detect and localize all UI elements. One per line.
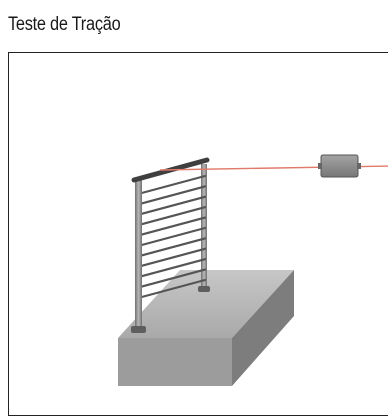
railing-posts — [198, 164, 210, 292]
base-top — [118, 270, 294, 338]
tension-device-icon — [318, 154, 361, 178]
rail-bar — [136, 216, 207, 237]
rail-bar — [136, 247, 207, 268]
rail-bar — [136, 206, 207, 227]
front-post-group — [131, 180, 146, 333]
back-post — [201, 164, 207, 290]
base-front — [118, 338, 232, 386]
front-post — [135, 180, 142, 330]
concrete-base — [118, 270, 294, 386]
rail-bar — [136, 185, 207, 206]
rail-bar — [136, 226, 207, 248]
back-post-foot — [198, 286, 210, 292]
rail-bar — [136, 195, 207, 216]
rail-bar — [136, 268, 207, 289]
rail-bar — [136, 278, 207, 300]
rail-bar — [136, 237, 207, 258]
page-title: Teste de Tração — [8, 14, 121, 35]
front-post-foot — [131, 326, 146, 333]
rail-bar — [136, 258, 207, 279]
horizontal-rails — [136, 174, 207, 300]
rail-bar — [136, 174, 207, 196]
base-side — [232, 270, 294, 386]
